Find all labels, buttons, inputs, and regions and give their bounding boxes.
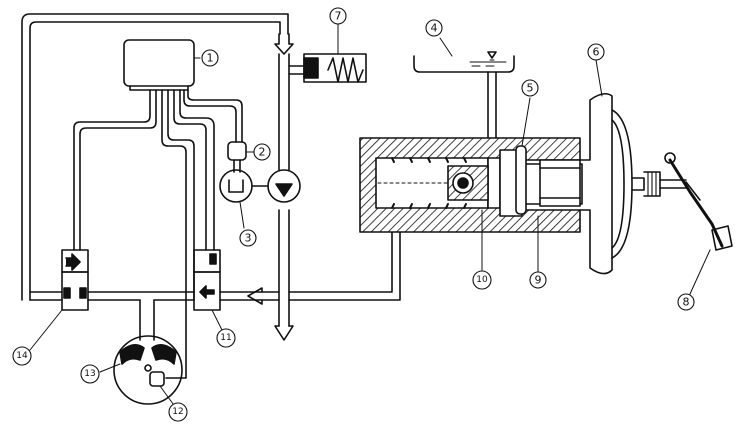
callout-1-number: 1	[207, 52, 214, 65]
callout-3-number: 3	[245, 232, 252, 245]
accumulator	[303, 53, 367, 83]
callout-5-number: 5	[527, 82, 534, 95]
control-unit-ecu	[123, 39, 195, 91]
flow-arrow-down-bottom	[274, 325, 294, 341]
solenoid-valve-right	[193, 249, 221, 311]
callout-13-number: 13	[84, 369, 95, 379]
callout-6: 6	[587, 43, 605, 61]
return-pipe-loop	[21, 13, 289, 301]
valve-connecting-pipe	[29, 291, 280, 301]
wiring-harness	[73, 89, 243, 301]
callout-14: 14	[12, 346, 32, 366]
callout-8: 8	[677, 293, 695, 311]
callout-13: 13	[80, 364, 100, 384]
callout-1: 1	[201, 49, 219, 67]
callout-3: 3	[239, 229, 257, 247]
callout-4: 4	[425, 19, 443, 37]
callout-11: 11	[216, 328, 236, 348]
pump-motor	[219, 169, 301, 203]
accumulator-pipe	[288, 65, 305, 75]
solenoid-valve-left	[61, 249, 89, 311]
flow-arrow-down-top	[274, 33, 294, 55]
callout-2-number: 2	[259, 146, 266, 159]
flow-arrow-left	[247, 287, 263, 305]
callout-2: 2	[253, 143, 271, 161]
brake-booster	[579, 92, 661, 275]
callout-14-number: 14	[16, 351, 28, 361]
pump-relay	[227, 141, 247, 161]
callout-7: 7	[329, 7, 347, 25]
master-cylinder-line	[288, 209, 401, 301]
callout-10-number: 10	[476, 275, 488, 285]
master-cylinder	[359, 137, 583, 233]
callout-8-number: 8	[683, 296, 690, 309]
callout-12-number: 12	[172, 407, 183, 417]
callout-10: 10	[472, 270, 492, 290]
callout-9: 9	[529, 271, 547, 289]
wheel-feed-pipe	[139, 299, 187, 379]
callout-5: 5	[521, 79, 539, 97]
callout-12: 12	[168, 402, 188, 422]
brake-pedal	[659, 152, 733, 251]
wheel-cylinder	[113, 335, 183, 405]
callout-6-number: 6	[593, 46, 600, 59]
callout-11-number: 11	[220, 333, 231, 343]
callout-leaders	[29, 23, 711, 409]
wheel-speed-sensor	[149, 371, 165, 387]
callout-9-number: 9	[535, 274, 542, 287]
callout-7-number: 7	[335, 10, 342, 23]
callout-4-number: 4	[431, 22, 438, 35]
